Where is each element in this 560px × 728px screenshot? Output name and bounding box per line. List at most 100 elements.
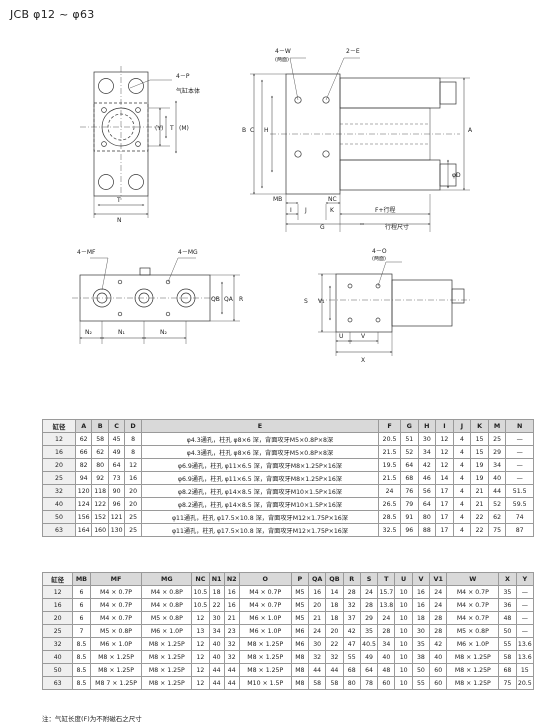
- table-cell: 44: [208, 676, 225, 690]
- dim-j: J: [304, 207, 307, 214]
- dim-s: S: [304, 298, 308, 305]
- dim-d: φD: [452, 172, 461, 179]
- table2-header-cell: N2: [223, 572, 240, 586]
- table-cell: 62: [74, 432, 93, 446]
- table-cell: 32: [325, 650, 344, 664]
- table-cell: 130: [107, 523, 126, 537]
- table2-header-cell: O: [238, 572, 292, 586]
- table-cell: —: [515, 598, 535, 612]
- table-cell: 21: [223, 611, 240, 625]
- table-cell: 29: [487, 445, 507, 459]
- table-cell: 30: [411, 624, 431, 638]
- table-cell: 4: [452, 445, 472, 459]
- table-cell: 60: [377, 676, 396, 690]
- table-cell: 12: [191, 676, 210, 690]
- table-cell: 4: [452, 458, 472, 472]
- table-cell: 25: [124, 510, 142, 524]
- table-cell: 32: [223, 637, 240, 651]
- table-cell: 118: [91, 484, 109, 498]
- table-cell: 16: [411, 585, 431, 599]
- page-title: JCB φ12 ~ φ63: [10, 8, 95, 21]
- table-cell: 164: [74, 523, 93, 537]
- table-cell: M10 × 1.5P: [238, 676, 292, 690]
- table-cell: 21.5: [378, 471, 402, 485]
- table-cell: 46: [417, 471, 437, 485]
- table-cell: 10: [394, 611, 413, 625]
- table-cell: 15: [470, 445, 489, 459]
- table-cell: 52: [400, 445, 419, 459]
- dim-v: V: [361, 333, 366, 340]
- table-cell: 15: [470, 432, 489, 446]
- table1-header-cell: N: [505, 419, 534, 433]
- table-cell: 10: [394, 663, 413, 677]
- table-cell: —: [515, 585, 535, 599]
- table-cell: M8 × 1.25P: [238, 637, 292, 651]
- table-cell: 18: [208, 585, 225, 599]
- rod-view-drawing: [318, 261, 472, 356]
- table-cell: M8 × 1.25P: [446, 650, 500, 664]
- dim-r: R: [239, 296, 243, 303]
- table-cell: M4 × 0.7P: [89, 611, 143, 625]
- table-cell: 24: [429, 598, 448, 612]
- table-cell: 50: [498, 624, 517, 638]
- table-cell: 68: [342, 663, 361, 677]
- table-cell: M8 × 1.25P: [446, 663, 500, 677]
- table-cell: M4 × 0.7P: [89, 585, 143, 599]
- table-cell: 10.5: [191, 598, 210, 612]
- table-cell: 80: [417, 510, 437, 524]
- table-cell: 63: [42, 523, 76, 537]
- table-cell: 10: [394, 676, 413, 690]
- table-cell: M6: [290, 637, 310, 651]
- dim-n1: N₁: [118, 329, 125, 336]
- table-cell: 4: [452, 432, 472, 446]
- table-cell: 32: [342, 598, 361, 612]
- table-cell: φ4.3通孔，柱孔 φ8×6 深，背面攻牙M5×0.8P×8深: [140, 445, 380, 459]
- table-cell: 17: [435, 523, 454, 537]
- table-cell: 28: [429, 624, 448, 638]
- table-cell: 12: [41, 585, 74, 599]
- table-cell: 30: [307, 637, 327, 651]
- table-cell: M4 × 0.8P: [141, 598, 193, 612]
- table-cell: 64: [107, 458, 126, 472]
- table1-header-cell: F: [378, 419, 402, 433]
- table-cell: 21: [470, 484, 489, 498]
- table2-header-cell: QB: [325, 572, 344, 586]
- table-cell: φ8.2通孔，柱孔 φ14×8.5 深，背面攻牙M10×1.5P×16深: [140, 484, 380, 498]
- table-cell: 10: [394, 598, 413, 612]
- table-cell: 25: [487, 432, 507, 446]
- table-cell: 40: [377, 650, 396, 664]
- table-cell: 17: [435, 497, 454, 511]
- table2-header-cell: 缸径: [41, 572, 74, 586]
- dim-nc: NC: [328, 196, 337, 203]
- table-cell: 68: [400, 471, 419, 485]
- table1-header-cell: E: [140, 419, 380, 433]
- table-cell: 25: [41, 624, 74, 638]
- table-cell: 6: [72, 611, 91, 625]
- table-cell: 34: [377, 637, 396, 651]
- table-cell: M4 × 0.7P: [89, 598, 143, 612]
- table-cell: 55: [411, 676, 431, 690]
- table-cell: 51: [400, 432, 419, 446]
- table-cell: 13.6: [515, 637, 535, 651]
- table1-header-cell: A: [74, 419, 93, 433]
- table-cell: M8 × 1.25P: [141, 637, 193, 651]
- table-cell: 51.5: [505, 484, 534, 498]
- table-cell: 58: [325, 676, 344, 690]
- table-cell: 22: [470, 510, 489, 524]
- table-cell: 15: [515, 663, 535, 677]
- table-cell: 42: [417, 458, 437, 472]
- table-cell: 44: [325, 663, 344, 677]
- table-cell: 8.5: [72, 650, 91, 664]
- table2-header-cell: Y: [515, 572, 535, 586]
- table-cell: 47: [342, 637, 361, 651]
- dim-v1: V₁: [318, 298, 325, 305]
- table-cell: 64: [400, 458, 419, 472]
- table-cell: 120: [74, 484, 93, 498]
- table-cell: 8.5: [72, 676, 91, 690]
- table-cell: M8 × 1.25P: [141, 650, 193, 664]
- table-cell: 44: [208, 663, 225, 677]
